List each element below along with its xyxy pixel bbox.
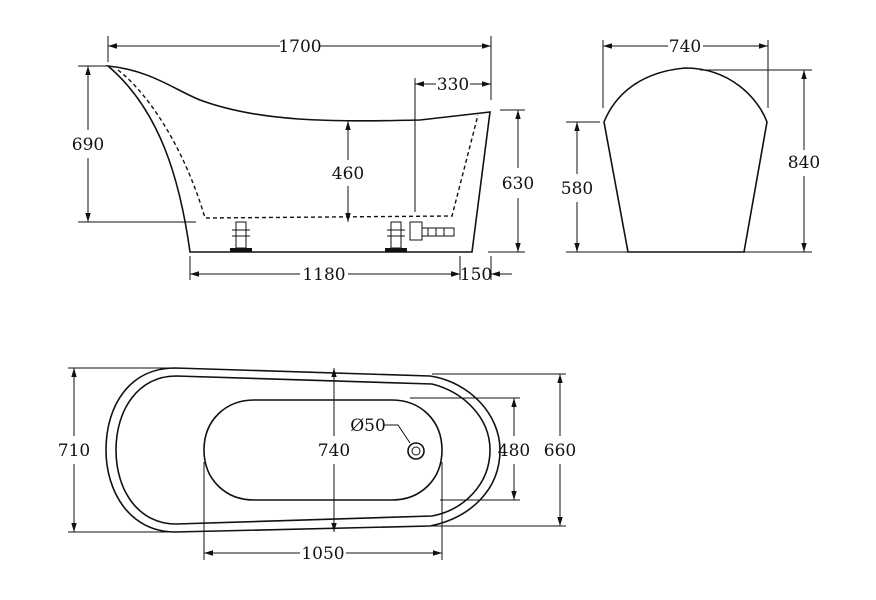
side-view-outline bbox=[105, 64, 491, 253]
dim-rim-width: 660 bbox=[544, 441, 576, 461]
end-view-outline bbox=[603, 67, 768, 253]
side-view-inner-line bbox=[117, 69, 479, 219]
dim-base-length: 1180 bbox=[302, 265, 345, 285]
dim-end-side-height: 580 bbox=[561, 179, 593, 199]
dim-outlet-offset: 330 bbox=[437, 75, 469, 95]
drain-pipe bbox=[409, 221, 455, 241]
top-view-outer-rim bbox=[105, 367, 501, 533]
tub-foot-right bbox=[385, 221, 407, 252]
dim-side-length: 1700 bbox=[278, 37, 321, 57]
side-view: 1700 330 690 460 630 1180 150 bbox=[72, 36, 534, 285]
dim-top-outer-width: 710 bbox=[58, 441, 90, 461]
dim-basin-width: 480 bbox=[498, 441, 530, 461]
end-view: 740 580 840 bbox=[561, 37, 820, 253]
dim-inner-depth: 460 bbox=[332, 164, 364, 184]
top-view-basin bbox=[203, 399, 443, 501]
dim-drain: Ø50 bbox=[350, 416, 386, 436]
dim-front-height: 630 bbox=[502, 174, 534, 194]
dim-basin-length: 1050 bbox=[301, 544, 344, 564]
dim-top-width: 740 bbox=[318, 441, 350, 461]
dim-end-width: 740 bbox=[669, 37, 701, 57]
dim-base-offset: 150 bbox=[460, 265, 492, 285]
dim-back-height: 690 bbox=[72, 135, 104, 155]
tub-foot-left bbox=[230, 221, 252, 252]
drain-hole-icon bbox=[407, 442, 425, 460]
top-view: Ø50 710 740 480 660 1050 bbox=[58, 367, 576, 564]
top-view-inner-rim bbox=[115, 375, 491, 525]
dim-end-total-height: 840 bbox=[788, 153, 820, 173]
